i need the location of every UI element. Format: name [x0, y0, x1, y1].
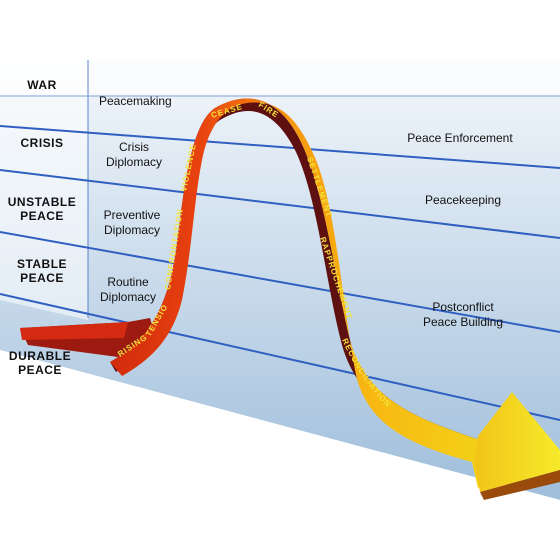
conflict-arrow [20, 98, 560, 500]
unstable-line [0, 169, 560, 239]
crisis-line [0, 125, 560, 169]
lower-white-area [0, 350, 560, 560]
band-backdrop [0, 60, 560, 500]
stable-line [0, 231, 560, 333]
arrow-head [474, 392, 560, 492]
action-peace-enforcement: Peace Enforcement [407, 131, 513, 145]
durable-line [0, 293, 560, 421]
action-peacekeeping: Peacekeeping [425, 193, 501, 207]
postconflict-actions: Peace Enforcement Peacekeeping Postconfl… [407, 131, 513, 329]
arrow-head-edge [480, 470, 560, 500]
level-crisis: CRISIS [20, 136, 63, 150]
level-bands [0, 60, 560, 560]
level-label-column [0, 60, 88, 320]
action-peacemaking: Peacemaking [99, 94, 172, 108]
level-war: WAR [27, 78, 57, 92]
arrow-tail-top [20, 322, 128, 340]
band-war [0, 60, 560, 96]
